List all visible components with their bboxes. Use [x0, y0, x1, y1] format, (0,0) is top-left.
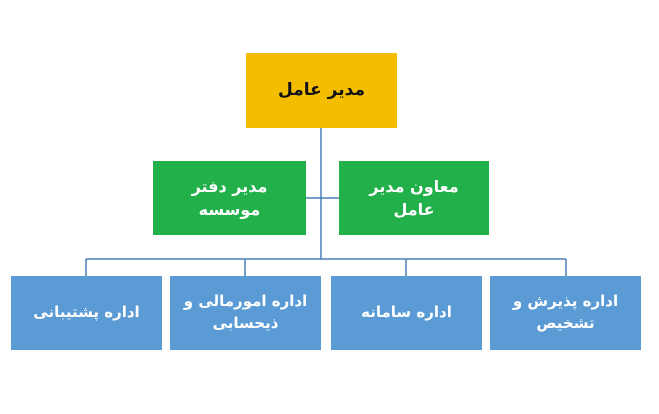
- department-box-admission: اداره پذیرش و تشخیص: [490, 276, 641, 350]
- department-label: اداره امورمالی و ذیحسابی: [183, 292, 308, 332]
- deputy-label: معاون مدیر عامل: [369, 176, 459, 219]
- department-box-system: اداره سامانه: [331, 276, 482, 350]
- department-label: اداره پذیرش و تشخیص: [512, 292, 619, 332]
- office-manager-label: مدیر دفتر موسسه: [191, 176, 268, 219]
- department-box-finance: اداره امورمالی و ذیحسابی: [170, 276, 321, 350]
- ceo-box: مدیر عامل: [246, 53, 397, 128]
- office-manager-box: مدیر دفتر موسسه: [153, 161, 306, 235]
- department-label: اداره سامانه: [361, 303, 452, 322]
- ceo-label: مدیر عامل: [278, 80, 365, 101]
- deputy-box: معاون مدیر عامل: [339, 161, 489, 235]
- department-label: اداره پشتیبانی: [33, 303, 140, 322]
- department-box-support: اداره پشتیبانی: [11, 276, 162, 350]
